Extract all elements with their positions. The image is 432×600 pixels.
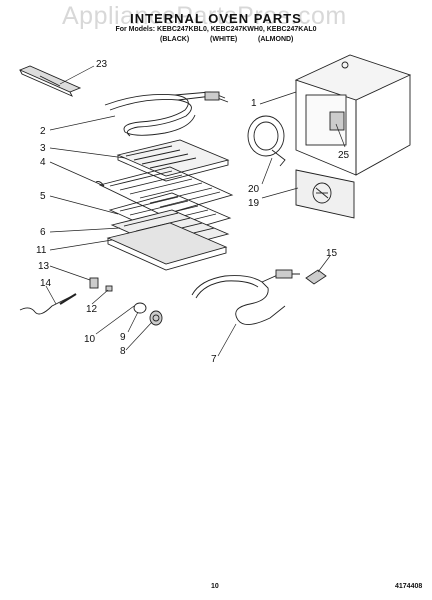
part-14-sensor <box>19 293 77 315</box>
callout-25: 25 <box>338 150 350 161</box>
part-7-element <box>191 269 300 325</box>
callout-13: 13 <box>38 261 50 272</box>
callout-11: 11 <box>36 245 47 256</box>
part-19-fan-cover <box>295 169 355 219</box>
part-1-oven-cavity <box>294 54 412 176</box>
callout-20: 20 <box>248 184 260 195</box>
callout-5: 5 <box>40 191 46 202</box>
callout-7: 7 <box>211 354 217 365</box>
part-2-element <box>104 91 229 137</box>
part-4-rack <box>95 166 234 216</box>
callout-12: 12 <box>86 304 98 315</box>
callout-4: 4 <box>40 157 46 168</box>
callout-1: 1 <box>251 98 257 109</box>
leader-lines <box>45 65 346 357</box>
part-3-panel <box>116 139 230 182</box>
part-8-bulb <box>149 310 163 326</box>
part-11-broiler-pan <box>106 222 228 271</box>
part-20-fan <box>247 115 286 167</box>
callout-10: 10 <box>84 334 96 345</box>
watermark: AppliancePartsPros.com <box>62 2 347 30</box>
callout-2: 2 <box>40 126 46 137</box>
callout-19: 19 <box>248 198 260 209</box>
callout-8: 8 <box>120 346 126 357</box>
model-numbers: For Models: KEBC247KBL0, KEBC247KWH0, KE… <box>115 26 317 33</box>
document-number: 4174408 <box>395 583 423 590</box>
callout-9: 9 <box>120 332 126 343</box>
part-12-clip <box>105 285 113 292</box>
part-15-connector <box>305 269 327 285</box>
color-almond: (ALMOND) <box>258 36 294 43</box>
part-13-clip <box>89 277 99 289</box>
callout-6: 6 <box>40 227 46 238</box>
callout-14: 14 <box>40 278 52 289</box>
callout-23: 23 <box>96 59 108 70</box>
callout-15: 15 <box>326 248 338 259</box>
part-9-socket <box>133 302 147 314</box>
diagram-title: INTERNAL OVEN PARTS <box>130 11 302 26</box>
page-number: 10 <box>211 583 219 590</box>
part-23-bracket <box>18 65 82 97</box>
callout-3: 3 <box>40 143 46 154</box>
color-black: (BLACK) <box>160 36 190 43</box>
color-white: (WHITE) <box>210 36 238 43</box>
